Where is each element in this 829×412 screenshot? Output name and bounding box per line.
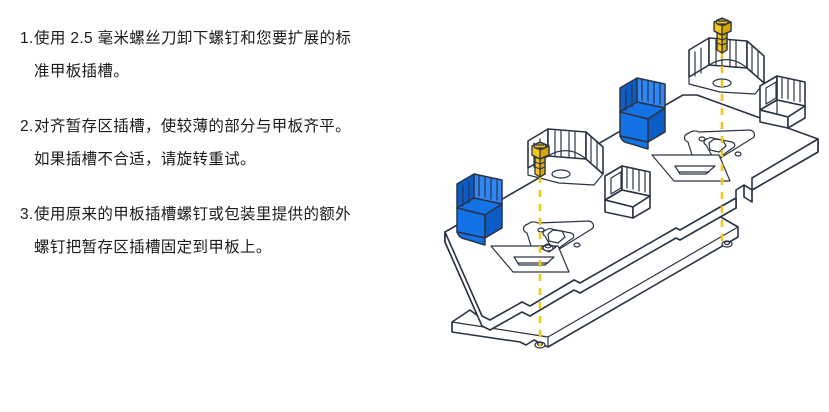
list-item: 1. 使用 2.5 毫米螺丝刀卸下螺钉和您要扩展的标准甲板插槽。 <box>0 22 430 88</box>
corner-clip-front <box>527 128 604 186</box>
screw-front[interactable] <box>531 141 550 178</box>
slot-insert-right-rear <box>759 75 806 129</box>
step-number: 1. <box>20 30 34 47</box>
deck-slot-installation-diagram: .ln { fill:none; stroke:#2b3445; stroke-… <box>444 17 819 349</box>
step-text: 对齐暂存区插槽，使较薄的部分与甲板齐平。如果插槽不合适，请旋转重试。 <box>34 118 352 168</box>
instruction-list: 1. 使用 2.5 毫米螺丝刀卸下螺钉和您要扩展的标准甲板插槽。 2. 对齐暂存… <box>0 0 430 286</box>
staging-slot-rear[interactable] <box>619 77 666 150</box>
deck-notch-rear <box>651 154 731 182</box>
step-number: 2. <box>20 118 34 135</box>
screw-rear[interactable] <box>713 17 732 54</box>
step-number: 3. <box>20 206 34 223</box>
slot-insert-middle-front <box>604 165 651 219</box>
list-item: 2. 对齐暂存区插槽，使较薄的部分与甲板齐平。如果插槽不合适，请旋转重试。 <box>0 110 430 176</box>
step-text: 使用原来的甲板插槽螺钉或包装里提供的额外螺钉把暂存区插槽固定到甲板上。 <box>34 206 352 256</box>
staging-slot-front[interactable] <box>456 173 503 246</box>
deck-notch-front <box>490 245 570 273</box>
corner-clip-rear <box>688 37 765 95</box>
screw-boss-front <box>539 243 557 253</box>
screw-hole-lower-rear <box>721 240 733 248</box>
list-item: 3. 使用原来的甲板插槽螺钉或包装里提供的额外螺钉把暂存区插槽固定到甲板上。 <box>0 198 430 264</box>
step-text: 使用 2.5 毫米螺丝刀卸下螺钉和您要扩展的标准甲板插槽。 <box>34 30 352 80</box>
illustration-panel: .ln { fill:none; stroke:#2b3445; stroke-… <box>430 0 829 412</box>
